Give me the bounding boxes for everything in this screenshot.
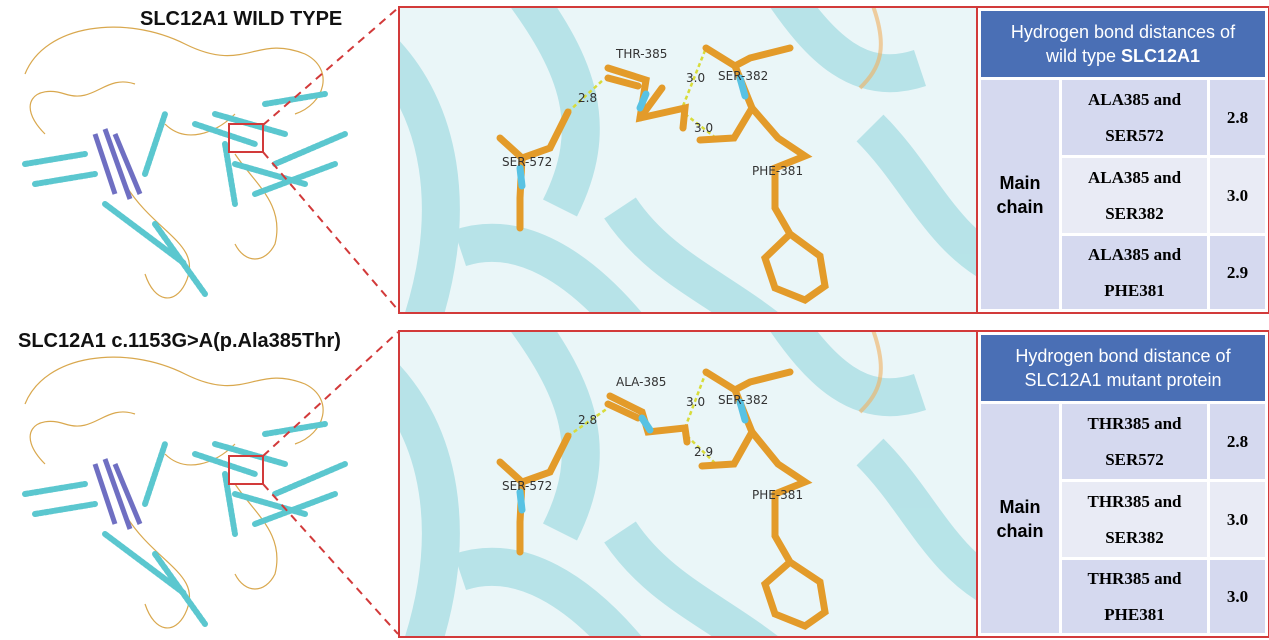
wild-type-table-header: Hydrogen bond distances of wild type SLC… (981, 11, 1265, 77)
table-row-2-value: 3.0 (1210, 158, 1265, 233)
table-row-2-pair: ALA385 and SER382 (1062, 158, 1207, 233)
header-prefix: wild type (1045, 46, 1121, 66)
ser572-label: SER-572 (502, 155, 552, 169)
table-row-1-value: 2.8 (1210, 404, 1265, 479)
table-row-1-pair: THR385 and SER572 (1062, 404, 1207, 479)
ala385-label: ALA-385 (616, 375, 666, 389)
distance-phe381: 2.9 (694, 445, 713, 459)
table-row-3-pair: THR385 and PHE381 (1062, 560, 1207, 633)
header-line-1: Hydrogen bond distances of (1010, 22, 1236, 42)
distance-ser572: 2.8 (578, 413, 597, 427)
pair-line-2: SER572 (1105, 125, 1164, 145)
table-row-3-value: 2.9 (1210, 236, 1265, 309)
pair-line-2: SER382 (1105, 527, 1164, 547)
chain-line-1: Main (999, 496, 1041, 517)
ser382-label: SER-382 (718, 69, 768, 83)
table-row-1-value: 2.8 (1210, 80, 1265, 155)
table-row-3-pair: ALA385 and PHE381 (1062, 236, 1207, 309)
pair-line-2: SER572 (1105, 449, 1164, 469)
mutant-distance-table: Hydrogen bond distance of SLC12A1 mutant… (976, 330, 1269, 638)
pair-line-1: THR385 and (1087, 568, 1182, 588)
pair-line-2: PHE381 (1104, 604, 1165, 624)
table-row-1-pair: ALA385 and SER572 (1062, 80, 1207, 155)
pair-line-2: SER382 (1105, 203, 1164, 223)
pair-line-1: ALA385 and (1087, 167, 1182, 187)
header-line-2: wild type SLC12A1 (981, 44, 1265, 68)
ser382-label: SER-382 (718, 393, 768, 407)
chain-line-2: chain (996, 196, 1044, 217)
chain-line-2: chain (996, 520, 1044, 541)
phe381-label: PHE-381 (752, 488, 803, 502)
chain-line-1: Main (999, 172, 1041, 193)
distance-ser382: 3.0 (686, 71, 705, 85)
mutant-title: SLC12A1 c.1153G>A(p.Ala385Thr) (18, 330, 341, 352)
table-row-3-value: 3.0 (1210, 560, 1265, 633)
mutant-structure-overview (22, 356, 348, 629)
mutant-zoom-panel: ALA-385 SER-382 SER-572 PHE-381 2.8 3.0 … (398, 330, 978, 638)
table-row-2-pair: THR385 and SER382 (1062, 482, 1207, 557)
mutant-zoom-box (228, 455, 264, 485)
wild-type-structure-overview (22, 26, 348, 299)
main-chain-cell: Main chain (981, 80, 1059, 309)
table-row-2-value: 3.0 (1210, 482, 1265, 557)
distance-phe381: 3.0 (694, 121, 713, 135)
pair-line-1: ALA385 and (1087, 244, 1182, 264)
distance-ser382: 3.0 (686, 395, 705, 409)
ser572-label: SER-572 (502, 479, 552, 493)
distance-ser572: 2.8 (578, 91, 597, 105)
header-line-2: SLC12A1 mutant protein (1024, 370, 1222, 390)
pair-line-1: ALA385 and (1087, 89, 1182, 109)
thr385-label: THR-385 (615, 47, 667, 61)
pair-line-2: PHE381 (1104, 280, 1165, 300)
wild-type-zoom-panel: THR-385 SER-382 SER-572 PHE-381 2.8 3.0 … (398, 6, 978, 314)
header-bold: SLC12A1 (1121, 46, 1201, 66)
wild-type-distance-table: Hydrogen bond distances of wild type SLC… (976, 6, 1269, 314)
main-chain-cell: Main chain (981, 404, 1059, 633)
pair-line-1: THR385 and (1087, 413, 1182, 433)
header-line-1: Hydrogen bond distance of (1015, 346, 1231, 366)
wild-type-zoom-box (228, 123, 264, 153)
wild-type-title: SLC12A1 WILD TYPE (140, 8, 343, 30)
phe381-label: PHE-381 (752, 164, 803, 178)
pair-line-1: THR385 and (1087, 491, 1182, 511)
mutant-table-header: Hydrogen bond distance of SLC12A1 mutant… (981, 335, 1265, 401)
